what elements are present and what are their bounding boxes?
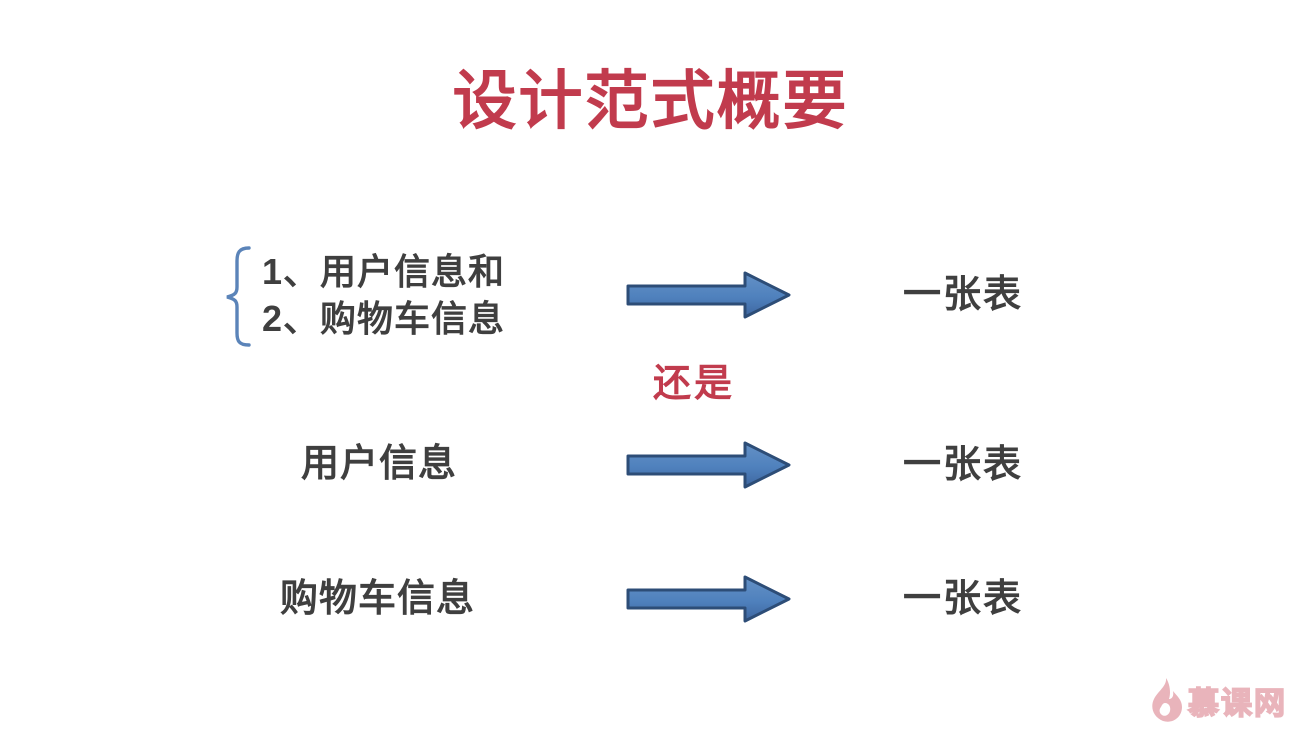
list-item: 2、购物车信息 xyxy=(262,298,506,339)
page-title: 设计范式概要 xyxy=(452,65,849,137)
cart-info-label: 购物车信息 xyxy=(280,578,476,620)
divider-text: 还是 xyxy=(653,363,736,405)
result-label: 一张表 xyxy=(903,444,1024,486)
user-info-label: 用户信息 xyxy=(301,443,458,485)
watermark-text: 慕课网 xyxy=(1187,685,1287,722)
combined-option-list: 1、用户信息和 2、购物车信息 xyxy=(262,248,505,342)
watermark: 慕课网 xyxy=(1146,677,1287,723)
right-arrow-icon xyxy=(626,575,791,623)
result-label: 一张表 xyxy=(903,578,1024,620)
result-label: 一张表 xyxy=(903,274,1024,316)
right-arrow-icon xyxy=(626,441,791,489)
imooc-flame-icon xyxy=(1152,678,1182,722)
list-item: 1、用户信息和 xyxy=(262,251,506,292)
left-brace-icon xyxy=(226,246,251,347)
right-arrow-icon xyxy=(626,271,791,319)
